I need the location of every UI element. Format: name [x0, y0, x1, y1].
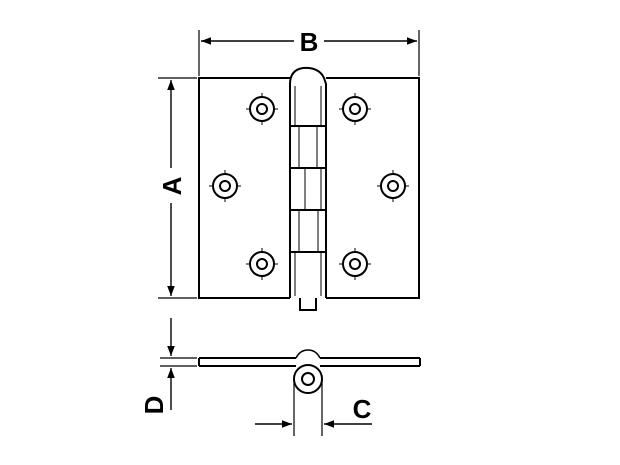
label-c: C	[353, 394, 372, 424]
label-b: B	[300, 27, 319, 57]
screw-hole-bottom-left	[246, 248, 278, 280]
hinge-knuckle	[289, 66, 327, 311]
pin-circle	[301, 372, 315, 386]
dimension-d	[160, 318, 197, 410]
hinge-pin	[299, 298, 317, 311]
right-leaf	[326, 77, 420, 299]
screw-holes	[209, 93, 409, 280]
screw-hole-top-left	[246, 93, 278, 125]
dimension-a	[158, 77, 197, 299]
dimension-c	[255, 375, 372, 436]
dimension-b	[198, 30, 420, 76]
label-a: A	[157, 176, 187, 195]
left-leaf	[198, 77, 290, 299]
screw-hole-middle-right	[377, 170, 409, 202]
hinge-side-view	[198, 349, 421, 394]
label-d: D	[139, 396, 169, 415]
knuckle-outer-circle	[293, 364, 323, 394]
screw-hole-bottom-right	[339, 248, 371, 280]
screw-hole-middle-left	[209, 170, 241, 202]
hinge-front-view	[198, 66, 420, 311]
screw-hole-top-right	[339, 93, 371, 125]
